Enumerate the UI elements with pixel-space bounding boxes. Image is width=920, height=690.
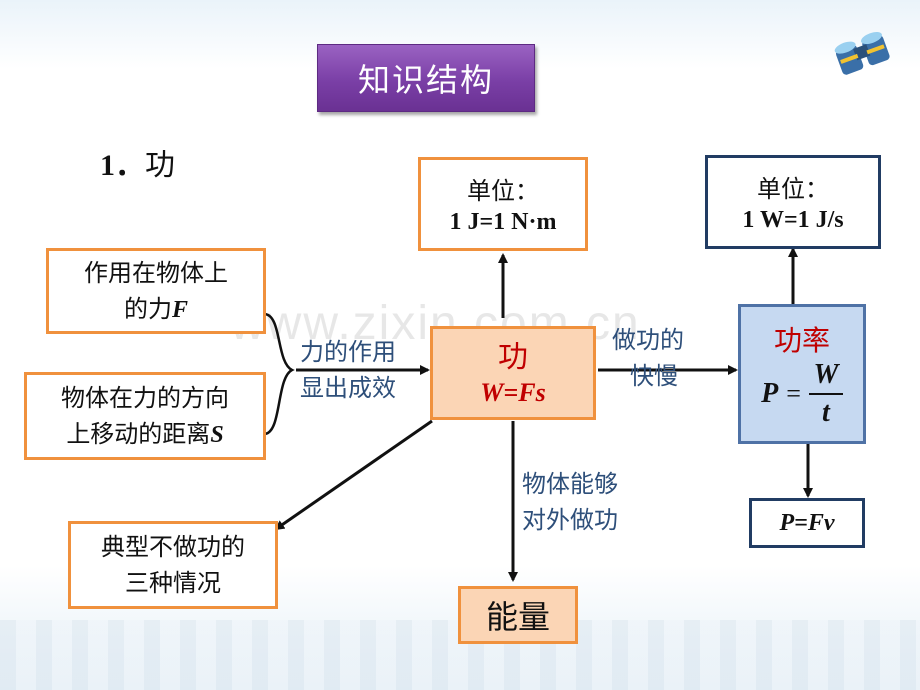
- left-brace: [263, 312, 295, 436]
- distance-line2: 上移动的距离: [66, 419, 211, 448]
- rate-caption: 做功的 快慢: [612, 322, 684, 394]
- no-work-line2: 三种情况: [125, 569, 221, 597]
- brace-caption-line2: 显出成效: [300, 374, 396, 402]
- work-box: 功 W=Fs: [430, 326, 596, 420]
- energy-caption-line2: 对外做功: [522, 506, 618, 534]
- fraction-bar: [808, 393, 843, 395]
- no-work-line1: 典型不做功的: [101, 533, 245, 561]
- work-unit-formula: 1 J=1 N·m: [449, 208, 557, 235]
- work-unit-box: 单位： 1 J=1 N·m: [418, 157, 588, 251]
- power-equals: =: [786, 379, 801, 408]
- force-box: 作用在物体上 的力F: [46, 248, 266, 334]
- energy-box: 能量: [458, 586, 578, 644]
- power-fraction: P = W t: [761, 359, 843, 429]
- distance-variable: S: [210, 421, 224, 448]
- distance-line1: 物体在力的方向: [61, 383, 229, 412]
- power-formula-box: P=Fv: [749, 498, 865, 548]
- section-heading: 1．功: [100, 140, 175, 184]
- distance-box: 物体在力的方向 上移动的距离S: [24, 372, 266, 460]
- work-title: 功: [498, 340, 528, 375]
- energy-caption-line1: 物体能够: [522, 470, 618, 498]
- binoculars-icon: [834, 32, 890, 75]
- power-formula: P=Fv: [779, 509, 835, 536]
- work-unit-label: 单位：: [467, 176, 539, 205]
- section-number: 1．: [100, 149, 145, 182]
- power-title: 功率: [773, 324, 830, 357]
- no-work-box: 典型不做功的 三种情况: [68, 521, 278, 609]
- energy-caption: 物体能够 对外做功: [522, 466, 618, 538]
- power-numerator: W: [813, 359, 839, 390]
- rate-caption-line1: 做功的: [612, 326, 684, 354]
- force-variable: F: [171, 296, 188, 323]
- power-denominator: t: [822, 397, 830, 428]
- brace-caption: 力的作用 显出成效: [300, 334, 396, 406]
- power-unit-formula: 1 W=1 J/s: [742, 206, 844, 233]
- power-unit-box: 单位： 1 W=1 J/s: [705, 155, 881, 249]
- power-unit-label: 单位：: [757, 174, 829, 203]
- power-box: 功率 P = W t: [738, 304, 866, 444]
- brace-caption-line1: 力的作用: [300, 338, 396, 366]
- section-label: 功: [145, 148, 175, 183]
- rate-caption-line2: 快慢: [630, 362, 678, 390]
- work-formula: W=Fs: [480, 378, 546, 407]
- arrow-work-to-no-work: [274, 419, 433, 531]
- title-banner: 知识结构: [317, 44, 535, 112]
- force-line1: 作用在物体上: [84, 258, 228, 287]
- power-lhs: P: [761, 378, 779, 409]
- force-line2: 的力: [123, 294, 172, 323]
